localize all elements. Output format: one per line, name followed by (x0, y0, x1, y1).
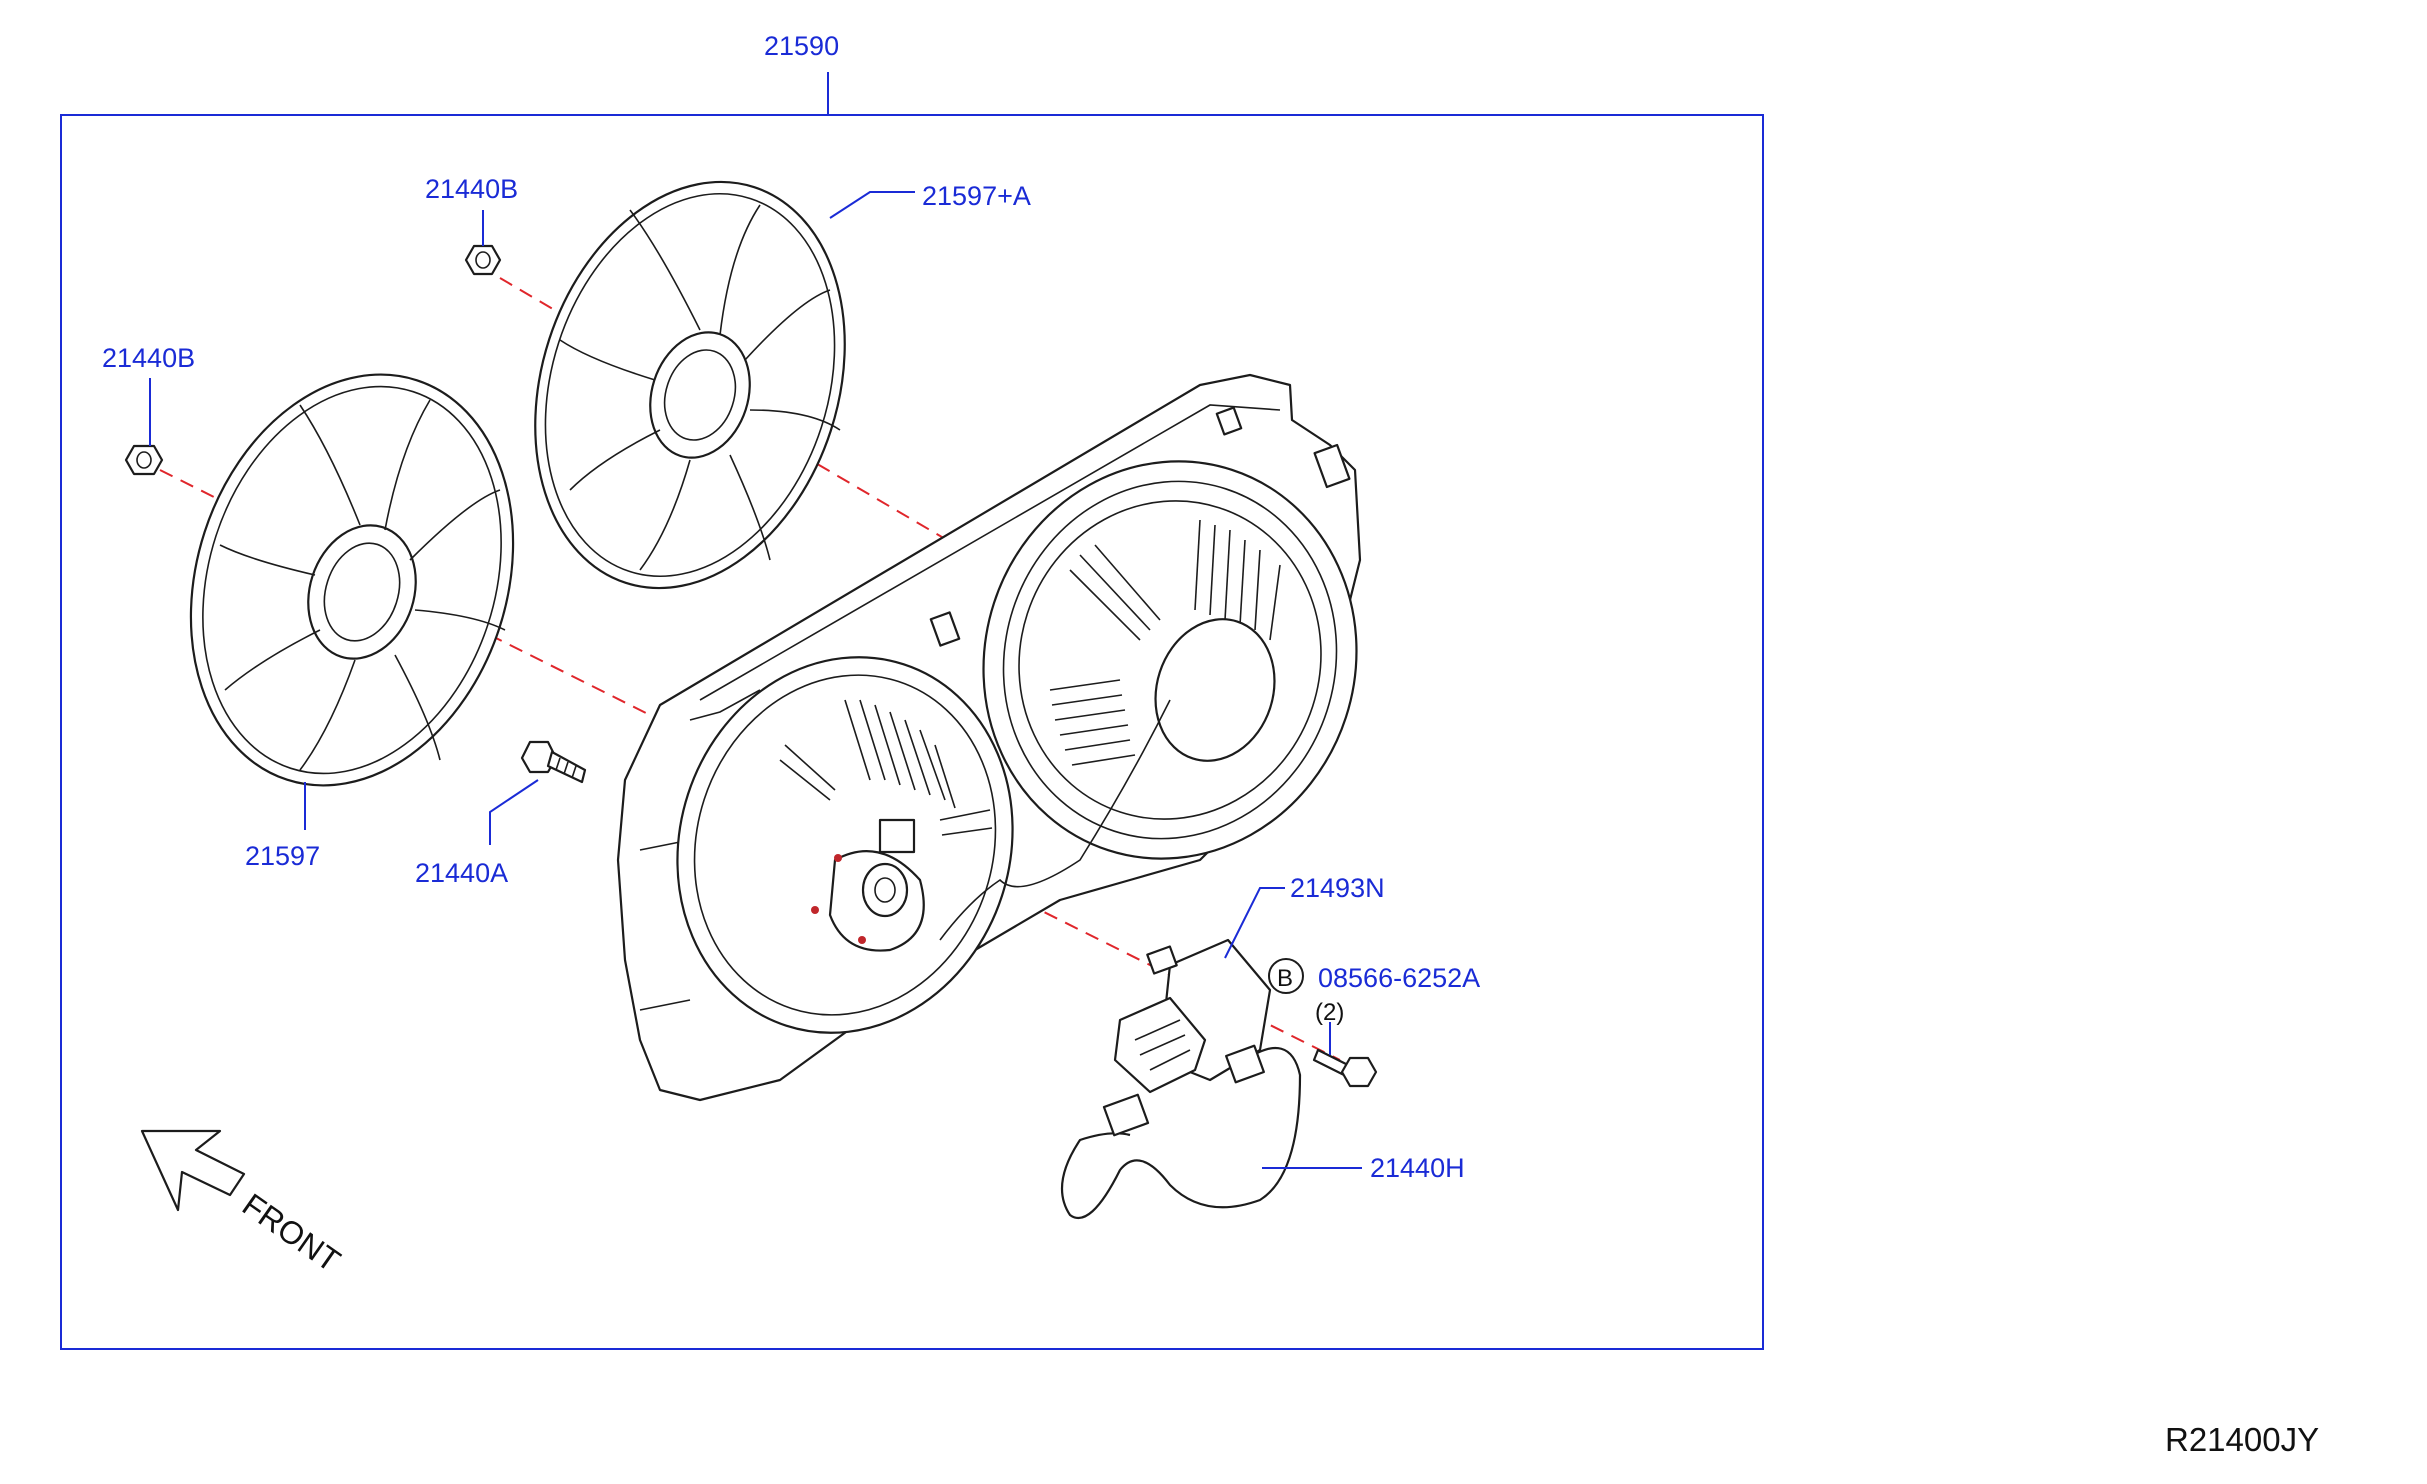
callout-21440a[interactable]: 21440A (415, 858, 508, 888)
screw-08566[interactable] (1312, 1048, 1378, 1088)
screw-badge-label: B (1277, 965, 1293, 992)
callout-21440h[interactable]: 21440H (1370, 1153, 1465, 1183)
callout-21440b-lower[interactable]: 21440B (102, 343, 195, 373)
front-label: FRONT (236, 1186, 347, 1279)
callout-08566-6252a[interactable]: 08566-6252A (1318, 963, 1480, 993)
nut-upper[interactable] (464, 244, 502, 276)
fan-blade-upper[interactable] (485, 141, 895, 628)
fan-motor-left[interactable] (629, 613, 1060, 1076)
callout-21440b-upper[interactable]: 21440B (425, 174, 518, 204)
leader-lines (149, 191, 1362, 1169)
assembly-frame (60, 114, 1764, 1350)
nut-lower[interactable] (124, 444, 164, 476)
callout-21493n[interactable]: 21493N (1290, 873, 1385, 903)
motor-harness (939, 699, 1171, 941)
bolt-21440a[interactable] (520, 740, 587, 784)
fan-motor-right[interactable] (932, 413, 1407, 908)
fan-blade-lower[interactable] (140, 332, 565, 827)
callout-21590[interactable]: 21590 (764, 31, 839, 61)
drawing-code: R21400JY (2165, 1421, 2319, 1458)
callout-21597a[interactable]: 21597+A (922, 181, 1031, 211)
fan-resistor[interactable] (1113, 938, 1272, 1094)
screw-badge-circle (1268, 958, 1304, 994)
wire-harness[interactable] (1060, 1044, 1302, 1220)
screw-quantity: (2) (1315, 999, 1344, 1026)
front-arrow: FRONT (140, 1129, 347, 1279)
callout-21597[interactable]: 21597 (245, 841, 320, 871)
